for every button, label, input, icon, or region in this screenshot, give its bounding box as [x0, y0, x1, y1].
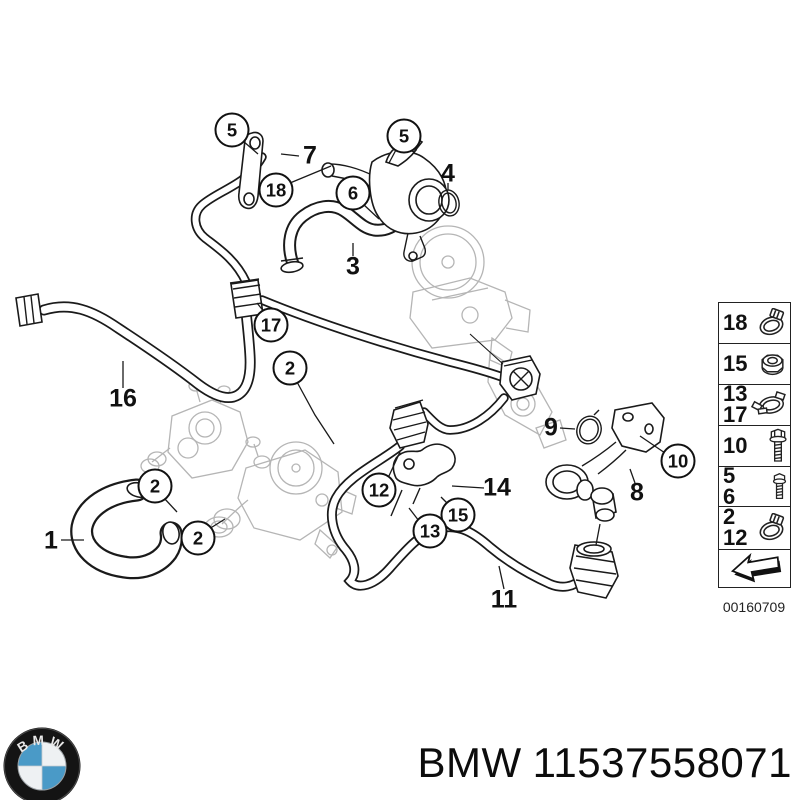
callout-5: 5 — [214, 112, 250, 148]
diagram-code: 00160709 — [722, 599, 786, 615]
callout-14: 14 — [483, 473, 511, 502]
bmw-quarter-top-left — [18, 742, 42, 766]
callout-5: 5 — [386, 118, 422, 154]
callout-16: 16 — [109, 384, 137, 413]
svg-text:BMW: BMW — [15, 732, 70, 755]
brand-name: BMW — [417, 739, 522, 786]
hose-to-connector — [419, 393, 509, 435]
legend-numbers: 10 — [723, 432, 748, 458]
callout-12: 12 — [361, 472, 397, 508]
hose-to-bleed-fitting — [257, 295, 507, 382]
bleed-fitting — [499, 355, 541, 401]
hose-11 — [326, 441, 586, 592]
callout-2: 2 — [272, 350, 308, 386]
callout-18: 18 — [258, 172, 294, 208]
bmw-logo-letters: BMW — [15, 732, 66, 755]
flange-bolt-icon — [768, 427, 788, 465]
callout-15: 15 — [440, 497, 476, 533]
hose-clamp-icon — [755, 513, 788, 543]
callout-2: 2 — [137, 468, 173, 504]
thermostat-housing — [321, 134, 460, 262]
legend-row-10: 10 — [719, 426, 790, 467]
hose-11-elbow-connector — [569, 523, 619, 599]
legend-row-18: 18 — [719, 303, 790, 344]
legend-row-15: 15 — [719, 344, 790, 385]
hex-nut-icon — [757, 351, 788, 377]
callout-13: 13 — [412, 513, 448, 549]
callout-11: 11 — [490, 585, 518, 614]
leader-lines — [61, 140, 666, 590]
callout-17: 17 — [253, 307, 289, 343]
part-number: 11537558071 — [532, 739, 792, 786]
bracket-14 — [390, 443, 456, 517]
legend-row-arrow — [719, 550, 790, 587]
callout-1: 1 — [44, 526, 58, 555]
legend-numbers: 18 — [723, 309, 748, 335]
callout-6: 6 — [335, 175, 371, 211]
junction-coupling — [229, 278, 264, 319]
legend-numbers: 15 — [723, 350, 748, 376]
spring-clamp-icon — [751, 391, 788, 419]
coolant-pipe-8 — [545, 402, 665, 522]
bmw-logo: BMW — [3, 727, 81, 800]
hose-clamp-icon — [755, 308, 788, 338]
callout-9: 9 — [544, 413, 558, 442]
direction-arrow-icon — [727, 552, 785, 585]
electric-water-pump-ghost — [204, 436, 357, 559]
hose-connector-12 — [389, 399, 429, 449]
hose-16 — [15, 292, 256, 403]
bmw-quarter-bottom-right — [42, 766, 66, 790]
callout-10: 10 — [660, 443, 696, 479]
callout-7: 7 — [303, 141, 317, 170]
screw-icon — [771, 471, 788, 502]
elbow-hose-3 — [280, 199, 400, 274]
callout-4: 4 — [441, 159, 455, 188]
callout-3: 3 — [346, 252, 360, 281]
callout-2: 2 — [180, 520, 216, 556]
callout-8: 8 — [630, 478, 644, 507]
